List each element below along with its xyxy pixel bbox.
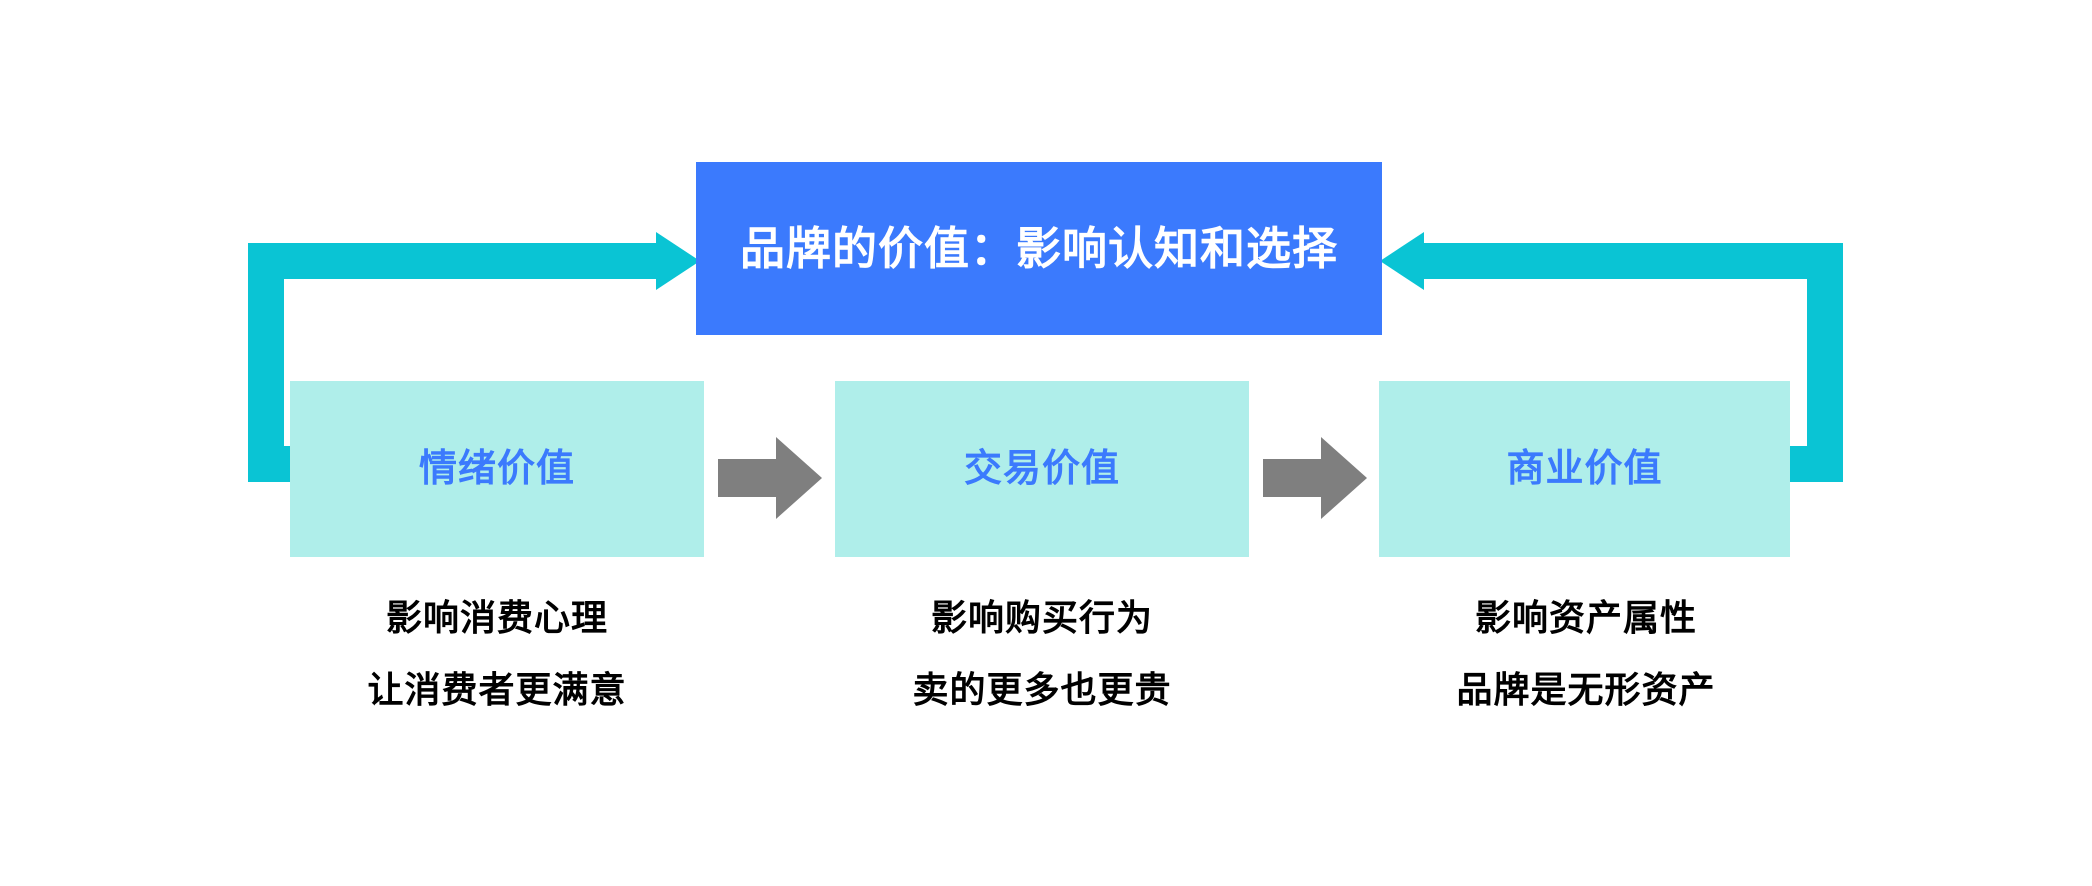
- header-title: 品牌的价值：影响认知和选择: [739, 223, 1338, 274]
- caption-line: 影响购买行为: [930, 597, 1153, 638]
- caption-line: 影响消费心理: [385, 597, 608, 638]
- stage-arrow-icon: [1263, 437, 1367, 519]
- stage-card-transaction-value[interactable]: 交易价值: [835, 381, 1249, 557]
- stage-caption-commercial-value: 影响资产属性 品牌是无形资产: [1379, 600, 1793, 708]
- caption-line: 让消费者更满意: [367, 669, 627, 710]
- stage-card-label: 情绪价值: [418, 448, 575, 490]
- stage-card-emotional-value[interactable]: 情绪价值: [290, 381, 704, 557]
- stage-card-label: 商业价值: [1506, 448, 1663, 490]
- caption-line: 影响资产属性: [1474, 597, 1697, 638]
- caption-line: 品牌是无形资产: [1456, 669, 1716, 710]
- brand-value-header-box: 品牌的价值：影响认知和选择: [696, 162, 1382, 335]
- stage-card-label: 交易价值: [963, 448, 1120, 490]
- stage-card-commercial-value[interactable]: 商业价值: [1379, 381, 1790, 557]
- stage-arrow-icon: [718, 437, 822, 519]
- caption-line: 卖的更多也更贵: [912, 669, 1172, 710]
- stage-caption-emotional-value: 影响消费心理 让消费者更满意: [290, 600, 704, 708]
- stage-caption-transaction-value: 影响购买行为 卖的更多也更贵: [835, 600, 1249, 708]
